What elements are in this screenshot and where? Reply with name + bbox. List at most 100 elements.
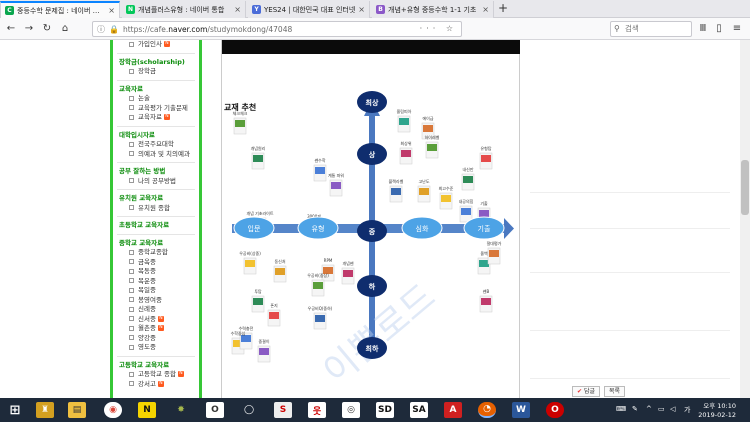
book-cover-color: [343, 270, 353, 277]
library-icon[interactable]: Ⅲ: [699, 23, 707, 34]
list-button[interactable]: 목록: [604, 386, 626, 397]
board-icon: [129, 141, 134, 147]
tab-yes24[interactable]: Y YES24 | 대한민국 대표 인터넷 ×: [248, 1, 370, 18]
tab-naver-search[interactable]: N 개념플러스유형 : 네이버 통합 ×: [122, 1, 246, 18]
settings-app-icon[interactable]: ✸: [177, 405, 185, 415]
divider: [530, 192, 730, 193]
sidebar-section-header[interactable]: 교육자료: [113, 85, 199, 95]
sidebar-menu-item[interactable]: 금옥중: [113, 258, 199, 268]
book-cover-color: [399, 118, 409, 125]
app-person-icon[interactable]: 웃: [308, 402, 326, 418]
sidebar-menu-item[interactable]: 양강중: [113, 334, 199, 344]
level-label: 상: [369, 150, 376, 159]
book-label: 내공의힘: [459, 198, 474, 204]
new-badge: N: [177, 371, 184, 377]
close-icon[interactable]: ×: [482, 5, 489, 14]
sidebar-menu-item[interactable]: 유치원 종합: [113, 204, 199, 214]
chrome-icon[interactable]: ◉: [104, 402, 122, 418]
sidebar-section-header[interactable]: 고등학교 교육자료: [113, 361, 199, 371]
opera-icon[interactable]: O: [546, 402, 564, 418]
sidebar-item-label: 목동중: [138, 267, 156, 275]
app-icon[interactable]: ♜: [36, 402, 54, 418]
clock[interactable]: 오후 10:10 2019-02-12: [698, 402, 736, 420]
book-label: 투탑: [254, 288, 262, 294]
sidebar-menu-item[interactable]: 교육평가 기출문제: [113, 104, 199, 114]
back-icon[interactable]: ←: [6, 23, 16, 34]
sidebar-divider: [117, 355, 195, 357]
file-explorer-icon[interactable]: ▤: [68, 402, 86, 418]
volume-icon[interactable]: ◁: [670, 405, 676, 413]
pen-icon[interactable]: ✎: [632, 405, 638, 413]
sidebar-section-header[interactable]: 대학입시자료: [113, 131, 199, 141]
reload-icon[interactable]: ↻: [42, 23, 52, 34]
sidebar-menu-item[interactable]: 봉영여중: [113, 296, 199, 306]
acrobat-icon[interactable]: A: [444, 402, 462, 418]
close-icon[interactable]: ×: [234, 5, 241, 14]
tray-arrow-icon[interactable]: ^: [646, 405, 652, 413]
tab-book[interactable]: B 개념+유형 중등수학 1-1 기초 ×: [372, 1, 494, 18]
sidebar-section-header[interactable]: 중학교 교육자료: [113, 239, 199, 249]
sidebar-section-header[interactable]: 초등학교 교육자료: [113, 221, 199, 231]
menu-icon[interactable]: ≡: [732, 23, 742, 34]
app-sd-icon[interactable]: SD: [376, 402, 394, 418]
book-label: 폰지: [270, 302, 278, 308]
level-bubble: [357, 337, 387, 359]
app-o-icon[interactable]: O: [206, 402, 224, 418]
page-scrollbar[interactable]: [740, 40, 750, 398]
search-input[interactable]: ⚲ 검색: [610, 21, 692, 37]
new-badge: N: [157, 380, 164, 387]
keyboard-icon[interactable]: ⌨: [616, 405, 627, 413]
sidebar-section-header[interactable]: 유치원 교육자료: [113, 194, 199, 204]
sidebar-menu-item[interactable]: 전국주요대학: [113, 140, 199, 150]
notes-app-icon[interactable]: N: [138, 402, 156, 418]
ime-indicator[interactable]: 가: [684, 406, 691, 414]
app-circle-icon[interactable]: ◎: [342, 402, 360, 418]
sidebar-menu-item[interactable]: 목동중: [113, 267, 199, 277]
close-icon[interactable]: ×: [108, 6, 115, 15]
post-actions: ✔ 답글 목록: [572, 386, 626, 397]
sidebar-menu-item[interactable]: 중학교종합: [113, 248, 199, 258]
sidebar-menu-item[interactable]: 목일중: [113, 286, 199, 296]
info-icon[interactable]: ⓘ: [97, 24, 105, 34]
word-icon[interactable]: W: [512, 402, 530, 418]
chat-icon[interactable]: ◯: [243, 405, 255, 415]
sidebar-toggle-icon[interactable]: ▯: [716, 23, 722, 34]
page-actions-icon[interactable]: ··· ☆: [419, 24, 457, 33]
sidebar-section-header[interactable]: 공부 잘하는 방법: [113, 167, 199, 177]
search-icon: ⚲: [614, 24, 620, 33]
app-s-icon[interactable]: S: [274, 402, 292, 418]
sidebar-menu-item[interactable]: 영도중: [113, 343, 199, 353]
windows-start-icon[interactable]: ⊞: [9, 402, 21, 418]
new-badge: N: [163, 114, 170, 120]
sidebar-menu-item[interactable]: 논술: [113, 94, 199, 104]
search-placeholder: 검색: [625, 24, 639, 33]
firefox-icon[interactable]: ◔: [478, 402, 496, 418]
home-icon[interactable]: ⌂: [61, 23, 69, 34]
sidebar-item-label: 교육자료: [138, 113, 162, 121]
sidebar-menu-item[interactable]: 나의 공부방법: [113, 177, 199, 187]
network-icon[interactable]: ▭: [658, 405, 665, 413]
sidebar-menu-item[interactable]: 장학금: [113, 67, 199, 77]
app-sa-icon[interactable]: SA: [410, 402, 428, 418]
scrollbar-thumb[interactable]: [741, 160, 749, 215]
sidebar-menu-item[interactable]: 신례중: [113, 305, 199, 315]
tab-label: 중등수학 문제집 : 네이버 카페: [17, 6, 106, 15]
sidebar-menu-item[interactable]: 목운중: [113, 277, 199, 287]
book-cover-color: [489, 250, 499, 257]
forward-icon[interactable]: →: [24, 23, 34, 34]
close-icon[interactable]: ×: [358, 5, 365, 14]
new-tab-button[interactable]: +: [497, 1, 509, 15]
book-cover-color: [313, 282, 323, 289]
reply-button[interactable]: ✔ 답글: [572, 386, 600, 397]
sidebar-menu-item[interactable]: 의예과 및 치의예과: [113, 150, 199, 160]
url-bar[interactable]: ⓘ 🔒 https://cafe.naver.com/studymokdong/…: [92, 21, 462, 37]
sidebar-section-header[interactable]: 장학금(scholarship): [113, 58, 199, 68]
tab-cafe[interactable]: C 중등수학 문제집 : 네이버 카페 ×: [0, 1, 120, 18]
